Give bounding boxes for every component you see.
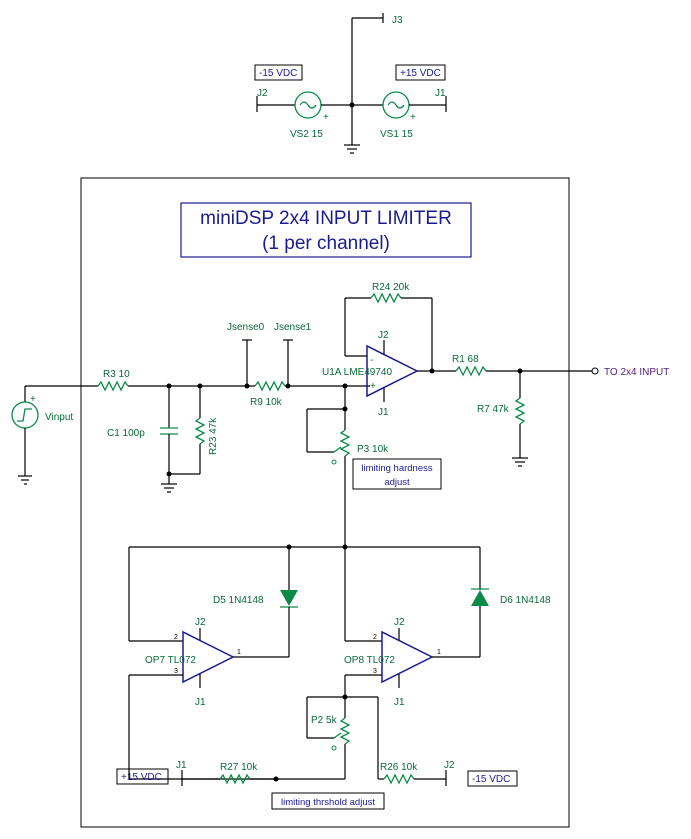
neg15-label: -15 VDC (472, 774, 510, 785)
p3-label: P3 10k (357, 444, 389, 455)
pos-supply-label: +15 VDC (400, 68, 441, 79)
title-line2: (1 per channel) (262, 233, 390, 254)
neg-supply-tag (254, 64, 303, 81)
pos15-label: +15 VDC (121, 772, 162, 783)
svg-text:+: + (323, 112, 329, 123)
svg-text:J1: J1 (195, 697, 206, 708)
svg-text:1: 1 (237, 649, 241, 656)
op7-label: OP7 TL072 (145, 655, 196, 666)
j3-label: J3 (392, 15, 403, 26)
p2-label: P2 5k (311, 715, 338, 726)
d6-label: D6 1N4148 (500, 595, 551, 606)
svg-text:3: 3 (373, 668, 377, 675)
hardness-note-line2: adjust (384, 477, 410, 488)
u1a-label: U1A LME49740 (322, 367, 392, 378)
r1-resistor (455, 365, 487, 377)
title-block: miniDSP 2x4 INPUT LIMITER (1 per channel… (180, 202, 472, 258)
pos15-tag (116, 768, 169, 785)
threshold-note: limiting thrshold adjust (281, 797, 375, 808)
r9-resistor (254, 380, 286, 392)
j2-supply-label: J2 (257, 88, 268, 99)
p3-potentiometer (339, 429, 351, 457)
svg-text:J2: J2 (378, 330, 389, 341)
r27-resistor (219, 773, 251, 785)
op8-opamp (381, 630, 434, 684)
vinput-source (11, 401, 39, 429)
j1-supply-label: J1 (435, 88, 446, 99)
r23-label: R23 47k (208, 417, 219, 455)
r7-resistor (514, 397, 526, 425)
svg-text:3: 3 (174, 668, 178, 675)
r23-resistor (194, 417, 206, 445)
svg-text:+: + (410, 112, 416, 123)
svg-text:+: + (30, 394, 36, 405)
r3-resistor (97, 380, 129, 392)
svg-text:2: 2 (174, 634, 178, 641)
svg-text:J2: J2 (444, 760, 455, 771)
svg-text:J2: J2 (195, 617, 206, 628)
r7-label: R7 47k (477, 404, 510, 415)
jsense1-label: Jsense1 (274, 322, 312, 333)
limiter-stage: 2 3 1 OP7 TL072 J2 J1 D5 1N4148 2 3 1 OP… (116, 544, 551, 810)
r24-resistor (370, 292, 402, 304)
circuit-boundary (80, 177, 570, 828)
threshold-note-box (271, 792, 385, 810)
svg-text:1: 1 (437, 649, 441, 656)
svg-text:J2: J2 (394, 617, 405, 628)
svg-text:+: + (370, 381, 376, 392)
r24-label: R24 20k (372, 282, 410, 293)
u1a-opamp-stage: J2 J1 - + U1A LME49740 R24 20k R1 68 TO … (306, 282, 669, 547)
d5-diode (280, 590, 298, 606)
input-stage: + Vinput R3 10 C1 100p R23 47k Jsense0 (11, 322, 370, 493)
d6-diode (471, 590, 489, 606)
jsense0-label: Jsense0 (227, 322, 265, 333)
r1-label: R1 68 (452, 354, 479, 365)
svg-text:J1: J1 (378, 407, 389, 418)
r3-label: R3 10 (103, 369, 130, 380)
title-line1: miniDSP 2x4 INPUT LIMITER (200, 208, 452, 229)
p2-potentiometer (339, 717, 351, 745)
op7-opamp (182, 630, 235, 684)
output-label: TO 2x4 INPUT (604, 367, 669, 378)
r26-resistor (383, 773, 415, 785)
svg-text:J1: J1 (394, 697, 405, 708)
neg15-tag (467, 770, 518, 787)
d5-label: D5 1N4148 (213, 595, 264, 606)
svg-text:-: - (370, 355, 373, 366)
vs2-label: VS2 15 (290, 129, 323, 140)
op8-label: OP8 TL072 (344, 655, 395, 666)
power-supply: J3 -15 VDC +15 VDC J2 + VS2 15 + VS1 15 … (254, 13, 447, 154)
svg-text:J1: J1 (176, 760, 187, 771)
r9-label: R9 10k (250, 397, 283, 408)
vinput-label: Vinput (45, 412, 73, 423)
vs1-label: VS1 15 (380, 129, 413, 140)
pos-supply-tag (395, 64, 446, 81)
hardness-note-box (352, 458, 442, 490)
svg-text:2: 2 (373, 634, 377, 641)
neg-supply-label: -15 VDC (259, 68, 297, 79)
hardness-note-line1: limiting hardness (361, 463, 433, 474)
r26-label: R26 10k (380, 762, 418, 773)
r27-label: R27 10k (220, 762, 258, 773)
u1a-opamp (366, 344, 419, 398)
c1-label: C1 100p (107, 428, 145, 439)
